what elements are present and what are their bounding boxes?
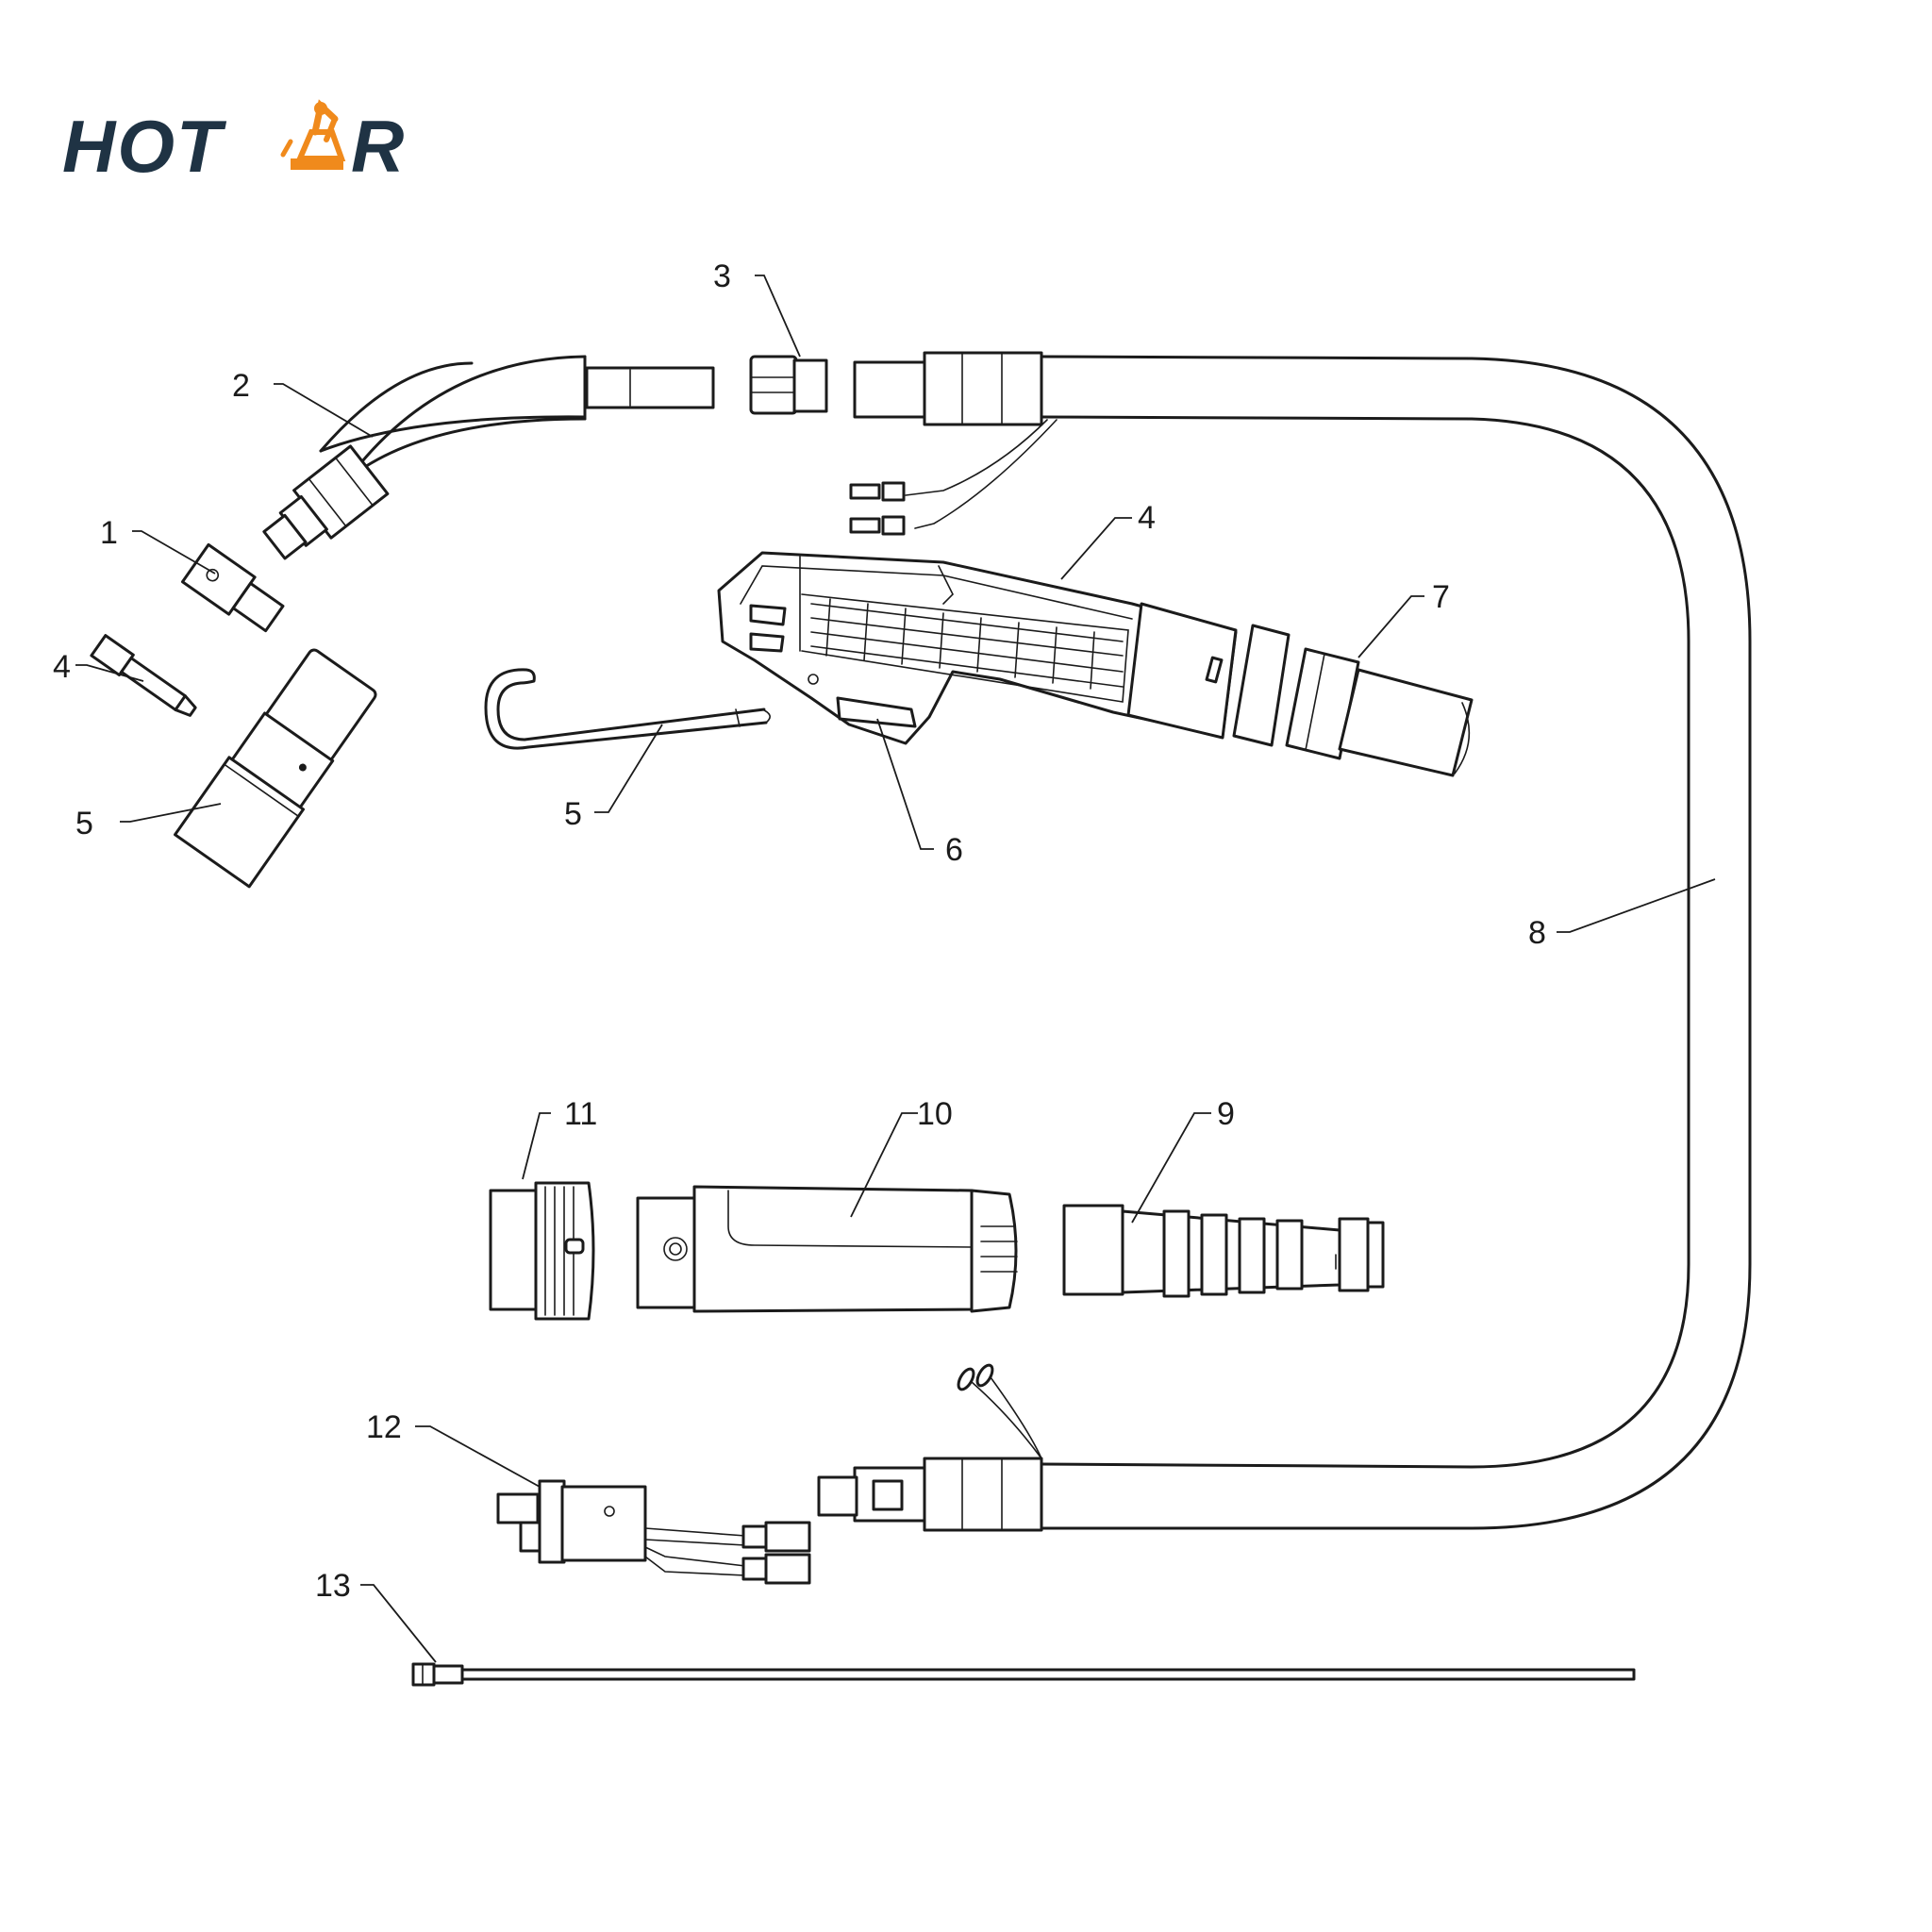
callout-11: 11 — [564, 1096, 597, 1132]
spring-guard — [1062, 1204, 1385, 1298]
wire-liner — [411, 1662, 1636, 1687]
callout-labels: 1 2 3 4 4 5 5 6 7 8 9 10 11 12 13 — [53, 258, 1546, 1604]
callout-13: 13 — [315, 1568, 351, 1604]
gas-nozzle — [174, 648, 377, 889]
brand-logo: HOT R — [62, 99, 406, 188]
callout-2: 2 — [232, 368, 250, 404]
tip-holder — [180, 542, 285, 633]
callout-5-hook: 5 — [564, 796, 582, 832]
callout-8: 8 — [1528, 915, 1546, 951]
callout-3: 3 — [713, 258, 731, 294]
callout-5-nozzle: 5 — [75, 806, 93, 841]
cable-assembly — [817, 351, 1752, 1532]
torch-neck — [262, 355, 715, 560]
callout-12: 12 — [366, 1409, 402, 1445]
callout-7: 7 — [1432, 579, 1450, 615]
grip-texture — [810, 598, 1124, 690]
switch-connector — [496, 1479, 811, 1585]
callout-1: 1 — [100, 515, 118, 551]
torch-handle — [717, 551, 1474, 777]
hanger-hook — [484, 668, 771, 750]
leader-lines — [75, 275, 1716, 1663]
logo-text-right: R — [351, 105, 406, 188]
rear-handle-body — [636, 1185, 1018, 1313]
connector-nut — [749, 355, 828, 415]
contact-tip — [90, 634, 197, 717]
logo-text-left: HOT — [62, 105, 227, 188]
callout-9: 9 — [1217, 1096, 1235, 1132]
callout-4-tip: 4 — [53, 649, 71, 685]
robot-arm-logo-icon — [280, 99, 346, 170]
callout-6: 6 — [945, 832, 963, 868]
locking-nut — [489, 1181, 595, 1321]
callout-10: 10 — [917, 1096, 953, 1132]
callout-4-handle: 4 — [1138, 500, 1156, 536]
